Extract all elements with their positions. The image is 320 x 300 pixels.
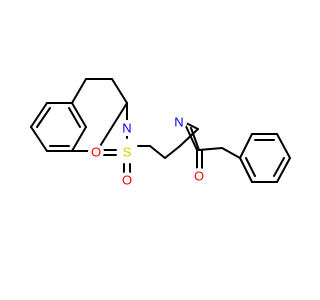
atom-label-o1: O bbox=[91, 145, 101, 160]
bond bbox=[276, 133, 291, 159]
bond bbox=[71, 126, 87, 152]
bond bbox=[71, 102, 87, 128]
bond bbox=[239, 157, 253, 183]
atom-n2: N bbox=[171, 114, 187, 130]
bond bbox=[198, 147, 223, 151]
atom-o3: O bbox=[191, 168, 207, 184]
bond bbox=[111, 78, 128, 104]
bond bbox=[111, 102, 128, 128]
bond bbox=[239, 133, 253, 159]
bond bbox=[190, 127, 200, 151]
bond-inner bbox=[273, 157, 285, 177]
atom-label-o2: O bbox=[122, 173, 132, 188]
atom-s: S bbox=[119, 144, 135, 160]
bond bbox=[183, 121, 198, 151]
bond-inner bbox=[36, 107, 51, 128]
atom-o2: O bbox=[119, 172, 135, 188]
atom-label-s: S bbox=[123, 145, 132, 160]
bond bbox=[30, 102, 48, 128]
bond bbox=[221, 147, 241, 159]
bond bbox=[276, 157, 291, 183]
bond bbox=[164, 145, 181, 159]
molecule-structure-diagram: N S O O N O bbox=[30, 78, 291, 188]
bond bbox=[71, 78, 87, 104]
atom-label-n2: N bbox=[174, 115, 183, 130]
atom-label-n1: N bbox=[122, 121, 131, 136]
bond-inner bbox=[68, 107, 81, 128]
bond-inner bbox=[245, 157, 256, 177]
atom-labels: N S O O N O bbox=[88, 114, 207, 188]
atom-o1: O bbox=[88, 144, 104, 160]
atom-n1: N bbox=[119, 120, 135, 136]
bond bbox=[149, 145, 166, 159]
bond bbox=[30, 126, 48, 152]
bond bbox=[179, 128, 199, 147]
bonds bbox=[30, 78, 291, 183]
atom-label-o3: O bbox=[194, 169, 204, 184]
